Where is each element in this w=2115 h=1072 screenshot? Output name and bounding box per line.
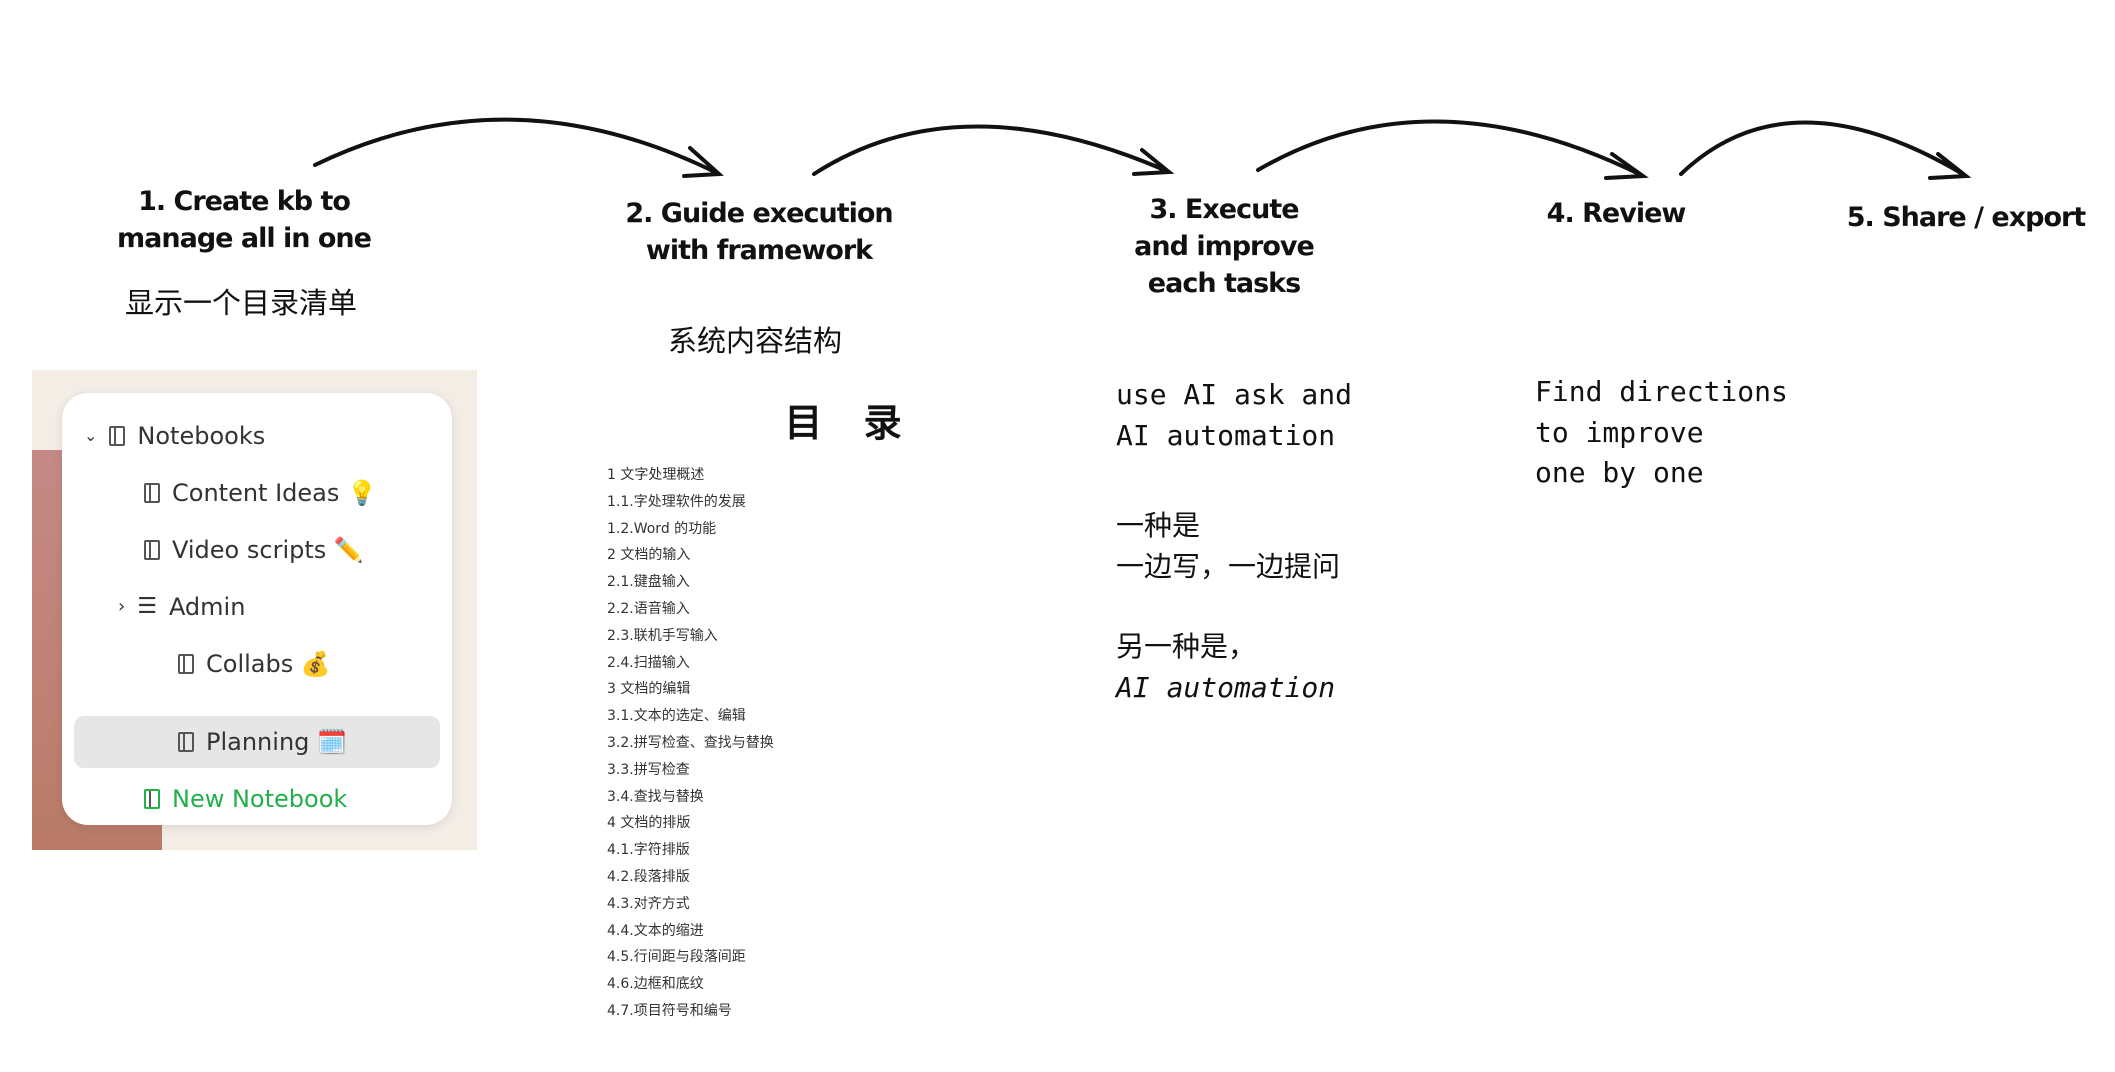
toc-item: 2.4.扫描输入 [607, 654, 690, 671]
notebook-icon [178, 732, 194, 752]
toc-item: 1.1.字处理软件的发展 [607, 493, 746, 510]
label: Planning 🗓️ [206, 728, 347, 756]
notebook-icon [144, 540, 160, 560]
toc-item: 3.2.拼写检查、查找与替换 [607, 734, 774, 751]
label: Content Ideas 💡 [172, 479, 377, 507]
toc-item: 2.2.语音输入 [607, 600, 690, 617]
toc-item: 3.1.文本的选定、编辑 [607, 708, 746, 725]
notebook-item-admin[interactable]: › ☰ Admin [118, 581, 245, 633]
toc-item: 4.3.对齐方式 [607, 895, 690, 912]
arrow-4-5 [1679, 120, 1972, 180]
toc-item: 4.6.边框和底纹 [607, 976, 704, 993]
toc-item: 3 文档的编辑 [607, 681, 691, 698]
toc-item: 2.1.键盘输入 [607, 574, 690, 591]
step-2-note: 系统内容结构 [667, 324, 843, 358]
label: New Notebook [172, 785, 348, 813]
notebook-icon [144, 483, 160, 503]
toc-item: 4.4.文本的缩进 [607, 922, 704, 939]
toc-item: 3.4.查找与替换 [607, 788, 704, 805]
toc-item: 3.3.拼写检查 [607, 761, 690, 778]
arrow-1-2 [313, 117, 724, 178]
stack-icon: ☰ [137, 594, 157, 619]
toc-item: 4 文档的排版 [607, 815, 691, 832]
label: Collabs 💰 [206, 650, 331, 678]
notebook-item-collabs[interactable]: Collabs 💰 [178, 638, 331, 690]
label: Video scripts ✏️ [172, 536, 364, 564]
toc-item: 4.5.行间距与段落间距 [607, 949, 746, 966]
notebook-item-planning[interactable]: Planning 🗓️ [178, 716, 347, 768]
step-4-heading: 4. Review [1546, 198, 1687, 229]
notebook-icon [109, 426, 126, 446]
step-5-heading: 5. Share / export [1846, 202, 2086, 233]
label: Admin [168, 593, 246, 621]
toc-item: 1 文字处理概述 [607, 467, 705, 483]
notebooks-screenshot: ⌄ Notebooks Content Ideas 💡 Video scripts… [32, 370, 477, 850]
label: Notebooks [137, 422, 266, 450]
notebook-icon [178, 654, 194, 674]
chevron-down-icon: ⌄ [84, 426, 98, 445]
toc-item: 1.2.Word 的功能 [607, 520, 717, 537]
step-1-note: 显示一个目录清单 [124, 286, 358, 320]
selected-highlight [74, 716, 440, 768]
toc-item: 4.2.段落排版 [607, 868, 690, 885]
chevron-right-icon: › [118, 596, 126, 617]
new-notebook-button[interactable]: New Notebook [144, 773, 347, 825]
toc-item: 4.7.项目符号和编号 [607, 1002, 732, 1019]
arrow-3-4 [1256, 119, 1649, 180]
notebooks-panel: ⌄ Notebooks Content Ideas 💡 Video scripts… [62, 393, 452, 825]
toc-item: 4.1.字符排版 [607, 842, 690, 859]
notebooks-root[interactable]: ⌄ Notebooks [84, 410, 265, 462]
new-notebook-icon [144, 789, 160, 809]
toc-list: 1 文字处理概述 1.1.字处理软件的发展 1.2.Word 的功能 2 文档的输入 2… [607, 462, 774, 1025]
arrow-2-3 [812, 124, 1175, 176]
toc-item: 2 文档的输入 [607, 547, 691, 564]
notebook-item-video-scripts[interactable]: Video scripts ✏️ [144, 524, 364, 576]
toc-title: 目 录 [784, 401, 916, 445]
toc-item: 2.3.联机手写输入 [607, 627, 718, 644]
flow-arrows [313, 117, 1972, 180]
notebook-item-content-ideas[interactable]: Content Ideas 💡 [144, 467, 377, 519]
